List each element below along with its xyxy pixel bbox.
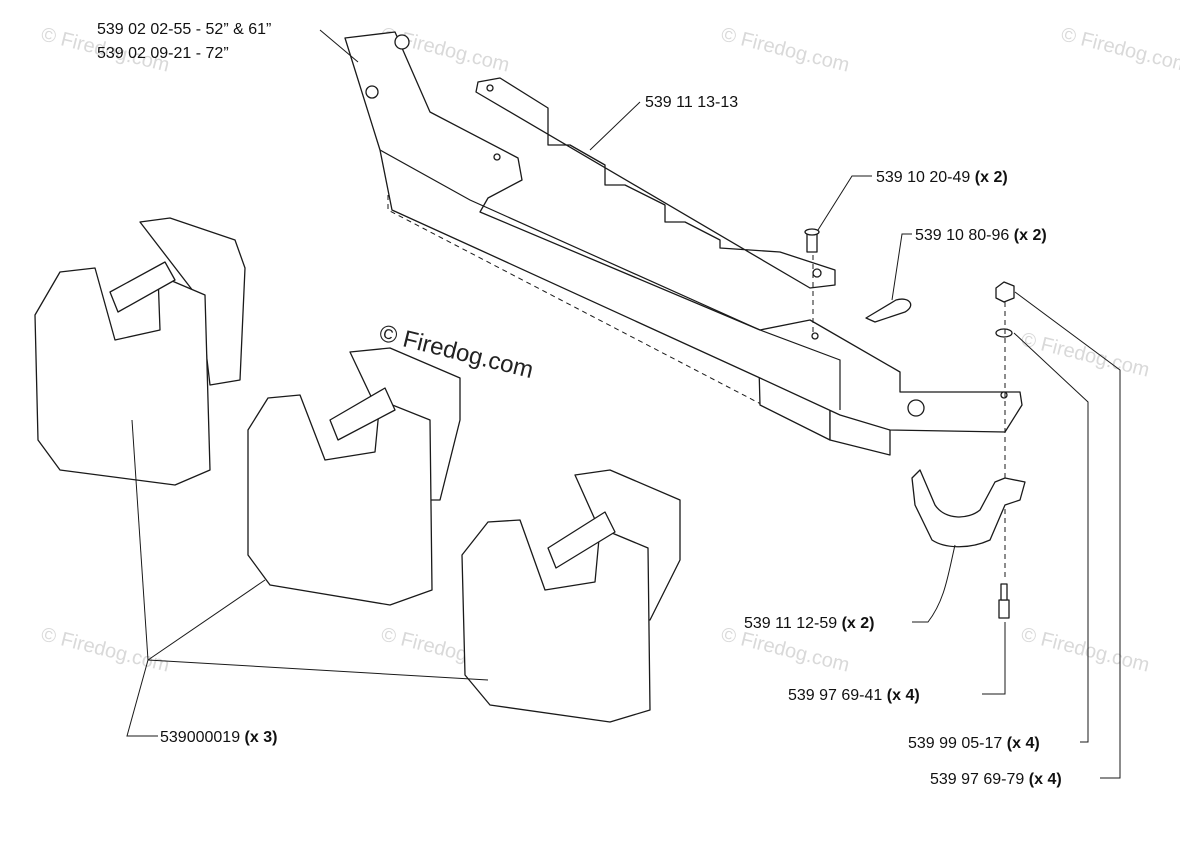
label-weight-qty: (x 3) [245,729,278,746]
weight-1-handle [109,261,176,313]
label-washer: 539 99 05-17 (x 4) [908,735,1040,752]
bracket-hole-2 [811,332,819,340]
label-bar: 539 11 13-13 [645,94,738,111]
weight-2-body [247,394,433,606]
label-bolt: 539 97 69-41 (x 4) [788,687,920,704]
label-washer-number: 539 99 05-17 [908,735,1002,752]
leader-washer [1013,332,1089,743]
weight-3-handle [547,511,616,569]
label-bolt-qty: (x 4) [887,687,920,704]
leader-bar [589,101,641,151]
weight-1-body [34,267,211,486]
label-clamp-qty: (x 2) [842,615,875,632]
watermark-text: © Firedog.com [1059,24,1180,77]
label-clip-number: 539 10 80-96 [915,227,1009,244]
bracket-bolt-mid [365,85,379,99]
leader-nut [1014,291,1121,779]
bracket-top [344,31,1023,433]
pin [804,228,820,336]
bracket-fold-line-2 [759,329,841,410]
washer [995,328,1013,338]
label-weight-number: 539000019 [160,729,240,746]
slotted-bar-body [475,77,836,289]
leader-pin [817,175,872,231]
label-clamp: 539 11 12-59 (x 2) [744,615,874,632]
label-nut-qty: (x 4) [1029,771,1062,788]
slotted-bar-hole [486,84,494,92]
leader-bolt [982,622,1006,695]
watermark-text: © Firedog.com [39,624,172,677]
suitcase-weight-3 [461,469,681,723]
label-clip-qty: (x 2) [1014,227,1047,244]
label-nut: 539 97 69-79 (x 4) [930,771,1062,788]
label-pin-number: 539 10 20-49 [876,169,970,186]
nut [995,281,1015,303]
leader-clamp [912,544,956,623]
leader-weights [126,659,158,737]
label-bracket-a: 539 02 02-55 - 52” & 61” [97,21,271,38]
part-labels: 539 02 02-55 - 52” & 61” 539 02 09-21 - … [97,21,1062,788]
label-clip: 539 10 80-96 (x 2) [915,227,1047,244]
label-bolt-number: 539 97 69-41 [788,687,882,704]
bracket-fold-line [379,149,761,331]
label-weight: 539000019 (x 3) [160,729,277,746]
leader-lines [126,29,1121,779]
weight-2-handle [329,387,396,441]
watermark-text: © Firedog.com [719,24,852,77]
leader-weight-1 [131,419,149,661]
bracket-hole [493,153,501,161]
suitcase-weight-2 [247,347,461,606]
watermark-text: © Firedog.com [1019,624,1152,677]
leader-bracket [319,29,359,63]
bolt [998,599,1010,619]
leader-weight-3 [147,659,489,681]
label-bracket-b: 539 02 09-21 - 72” [97,45,229,62]
label-pin-qty: (x 2) [975,169,1008,186]
watermark-text: © Firedog.com [1019,329,1152,382]
suitcase-weight-1 [34,217,246,486]
label-pin: 539 10 20-49 (x 2) [876,169,1008,186]
slotted-bar [475,77,836,289]
leader-clip [891,233,912,301]
bracket-bolt-top [394,34,410,50]
bolt-shank [1000,583,1008,601]
bracket-bolt-right [907,399,925,417]
bracket-hole-3 [1000,391,1008,399]
label-nut-number: 539 97 69-79 [930,771,1024,788]
weight-3-body [461,519,651,723]
pin-head [804,228,820,236]
label-clamp-number: 539 11 12-59 [744,615,837,632]
hair-pin-clip [865,298,912,323]
slotted-bar-hole-2 [812,268,822,278]
saddle-clamp [911,469,1026,548]
label-washer-qty: (x 4) [1007,735,1040,752]
leader-weight-2 [147,579,266,661]
bracket-assembly [344,31,1023,456]
hardware-stack [995,281,1015,619]
